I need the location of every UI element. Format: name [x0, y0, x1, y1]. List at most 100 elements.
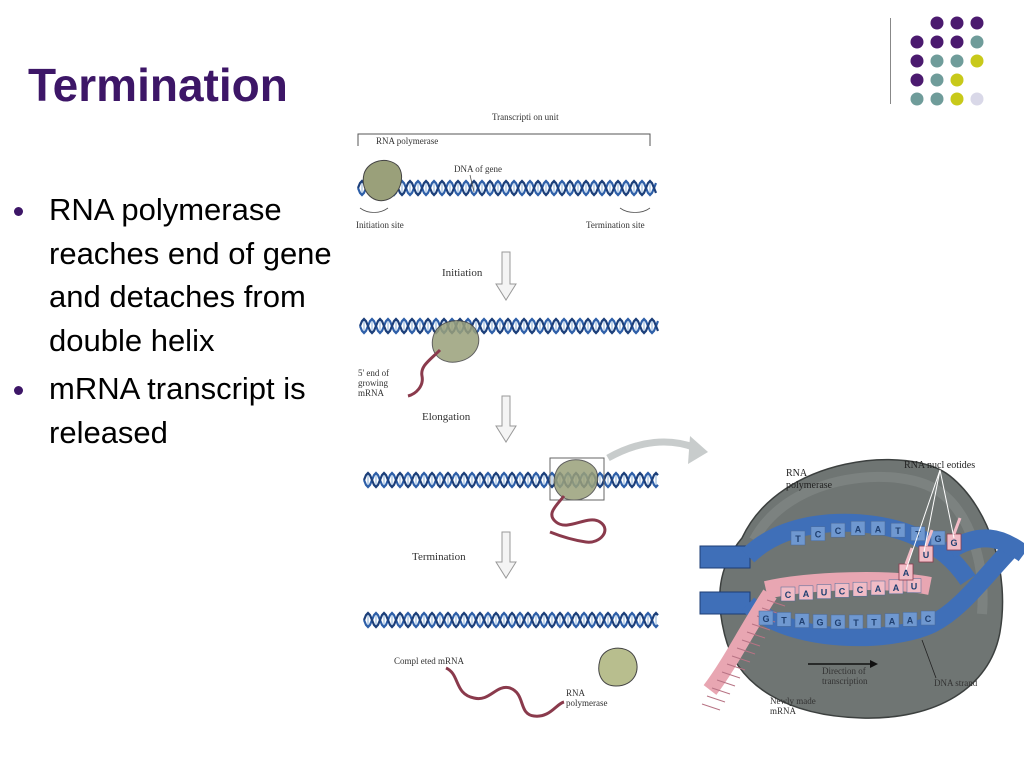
- termination-brace: [619, 207, 651, 213]
- dna-helix: [362, 611, 659, 629]
- rna-polymerase-label: RNA polymerase: [376, 136, 438, 146]
- completed-mrna: [445, 666, 565, 718]
- nucleotides-leader: [923, 469, 941, 553]
- zoom-arrow-head: [688, 436, 708, 464]
- base-letter: A: [855, 524, 862, 534]
- detail-polymerase-label: RNA: [786, 468, 808, 479]
- growing-mrna-label: mRNA: [358, 388, 385, 398]
- transcription-unit-bracket: [357, 133, 651, 146]
- dna-of-gene-label: DNA of gene: [454, 164, 502, 174]
- direction-arrow-head: [870, 660, 878, 668]
- growing-mrna: [407, 348, 442, 398]
- dna-helix: [362, 471, 659, 489]
- polymerase-shading: [749, 471, 988, 615]
- rna-polymerase-shape: [553, 459, 599, 501]
- zoom-arrow: [606, 438, 698, 462]
- base-letter: U: [821, 588, 828, 598]
- panel-transcription-unit: Transcripti on unit RNA polymerase DNA o…: [356, 112, 658, 230]
- base-letter: G: [950, 538, 957, 548]
- nucleotides-leader: [905, 469, 941, 571]
- base-letter: U: [923, 550, 930, 560]
- released-polymerase-label: RNA: [566, 688, 586, 698]
- initiation-brace: [359, 207, 389, 213]
- decorative-dot: [970, 92, 984, 106]
- nucleotides-leader: [939, 469, 955, 539]
- growing-mrna: [549, 495, 607, 544]
- direction-label: Direction of: [822, 666, 866, 676]
- decorative-dot: [930, 16, 944, 30]
- step-arrow-initiation: Initiation: [442, 251, 517, 301]
- decorative-dot: [910, 73, 924, 87]
- termination-site-label: Termination site: [586, 220, 645, 230]
- decorative-dot: [970, 35, 984, 49]
- base-letter: G: [816, 617, 823, 627]
- rna-nucleotides-label: RNA nucl eotides: [904, 460, 975, 471]
- free-nucleotides: AUG: [898, 517, 962, 581]
- base-letter: C: [785, 590, 792, 600]
- base-letter: A: [893, 583, 900, 593]
- base-letter: C: [857, 585, 864, 595]
- template-bases: TCCAATTG: [790, 521, 946, 546]
- base-letter: A: [889, 617, 896, 627]
- decorative-dot: [910, 92, 924, 106]
- base-letter: A: [903, 568, 910, 578]
- base-letter: T: [895, 526, 901, 536]
- rna-polymerase-shape: [362, 159, 402, 202]
- detail-polymerase-label: polymerase: [786, 480, 833, 491]
- base-letter: G: [934, 534, 941, 544]
- bullet-item: mRNA transcript is released: [14, 367, 334, 454]
- base-letter: A: [875, 584, 882, 594]
- initiation-site-label: Initiation site: [356, 220, 404, 230]
- decorative-dot: [930, 92, 944, 106]
- step-arrow-termination: Termination: [412, 531, 517, 579]
- base-letter: A: [907, 615, 914, 625]
- decorative-dot: [950, 16, 964, 30]
- decorative-dot: [910, 35, 924, 49]
- base-letter: G: [762, 614, 769, 624]
- transcription-unit-label: Transcripti on unit: [492, 112, 559, 122]
- panel-initiation: 5' end of growing mRNA: [358, 317, 660, 398]
- newly-made-mrna: [703, 589, 777, 695]
- decorative-dot: [970, 16, 984, 30]
- growing-mrna-label: growing: [358, 378, 388, 388]
- released-polymerase: [598, 647, 638, 687]
- base-letter: T: [781, 615, 787, 625]
- decorative-dot: [950, 92, 964, 106]
- decorative-dot: [930, 54, 944, 68]
- base-letter: C: [925, 614, 932, 624]
- transcription-diagram: Transcripti on unit RNA polymerase DNA o…: [356, 112, 1024, 719]
- rna-polymerase-shape: [431, 320, 480, 363]
- completed-mrna-label: Compl eted mRNA: [394, 656, 464, 666]
- step-arrow-elongation: Elongation: [422, 395, 517, 443]
- decorative-dot: [950, 35, 964, 49]
- decorative-dot: [950, 73, 964, 87]
- termination-step-label: Termination: [412, 551, 466, 563]
- dna-helix: [356, 179, 658, 197]
- title-divider: [890, 18, 891, 104]
- base-letter: C: [839, 586, 846, 596]
- base-letter: C: [835, 526, 842, 536]
- base-letter: A: [875, 524, 882, 534]
- bullet-item: RNA polymerase reaches end of gene and d…: [14, 188, 334, 362]
- decorative-dot: [950, 54, 964, 68]
- base-letter: A: [799, 617, 806, 627]
- dna-strand-leader: [921, 639, 937, 679]
- zoom-box: [549, 457, 605, 501]
- base-letter: T: [795, 534, 801, 544]
- dna-strand-label: DNA strand: [934, 678, 978, 688]
- base-letter: A: [803, 589, 810, 599]
- direction-label: transcription: [822, 676, 868, 686]
- newly-made-label: mRNA: [770, 706, 797, 716]
- growing-mrna-label: 5' end of: [358, 368, 389, 378]
- bullet-list: RNA polymerase reaches end of gene and d…: [14, 188, 334, 459]
- dna-helix: [358, 317, 660, 335]
- dna-of-gene-leader: [469, 174, 475, 193]
- base-letter: G: [834, 618, 841, 628]
- base-letter: T: [853, 618, 859, 628]
- elongation-label: Elongation: [422, 411, 471, 423]
- base-letter: T: [871, 617, 877, 627]
- decorative-dot-grid: [910, 16, 984, 106]
- slide-title: Termination: [28, 59, 288, 111]
